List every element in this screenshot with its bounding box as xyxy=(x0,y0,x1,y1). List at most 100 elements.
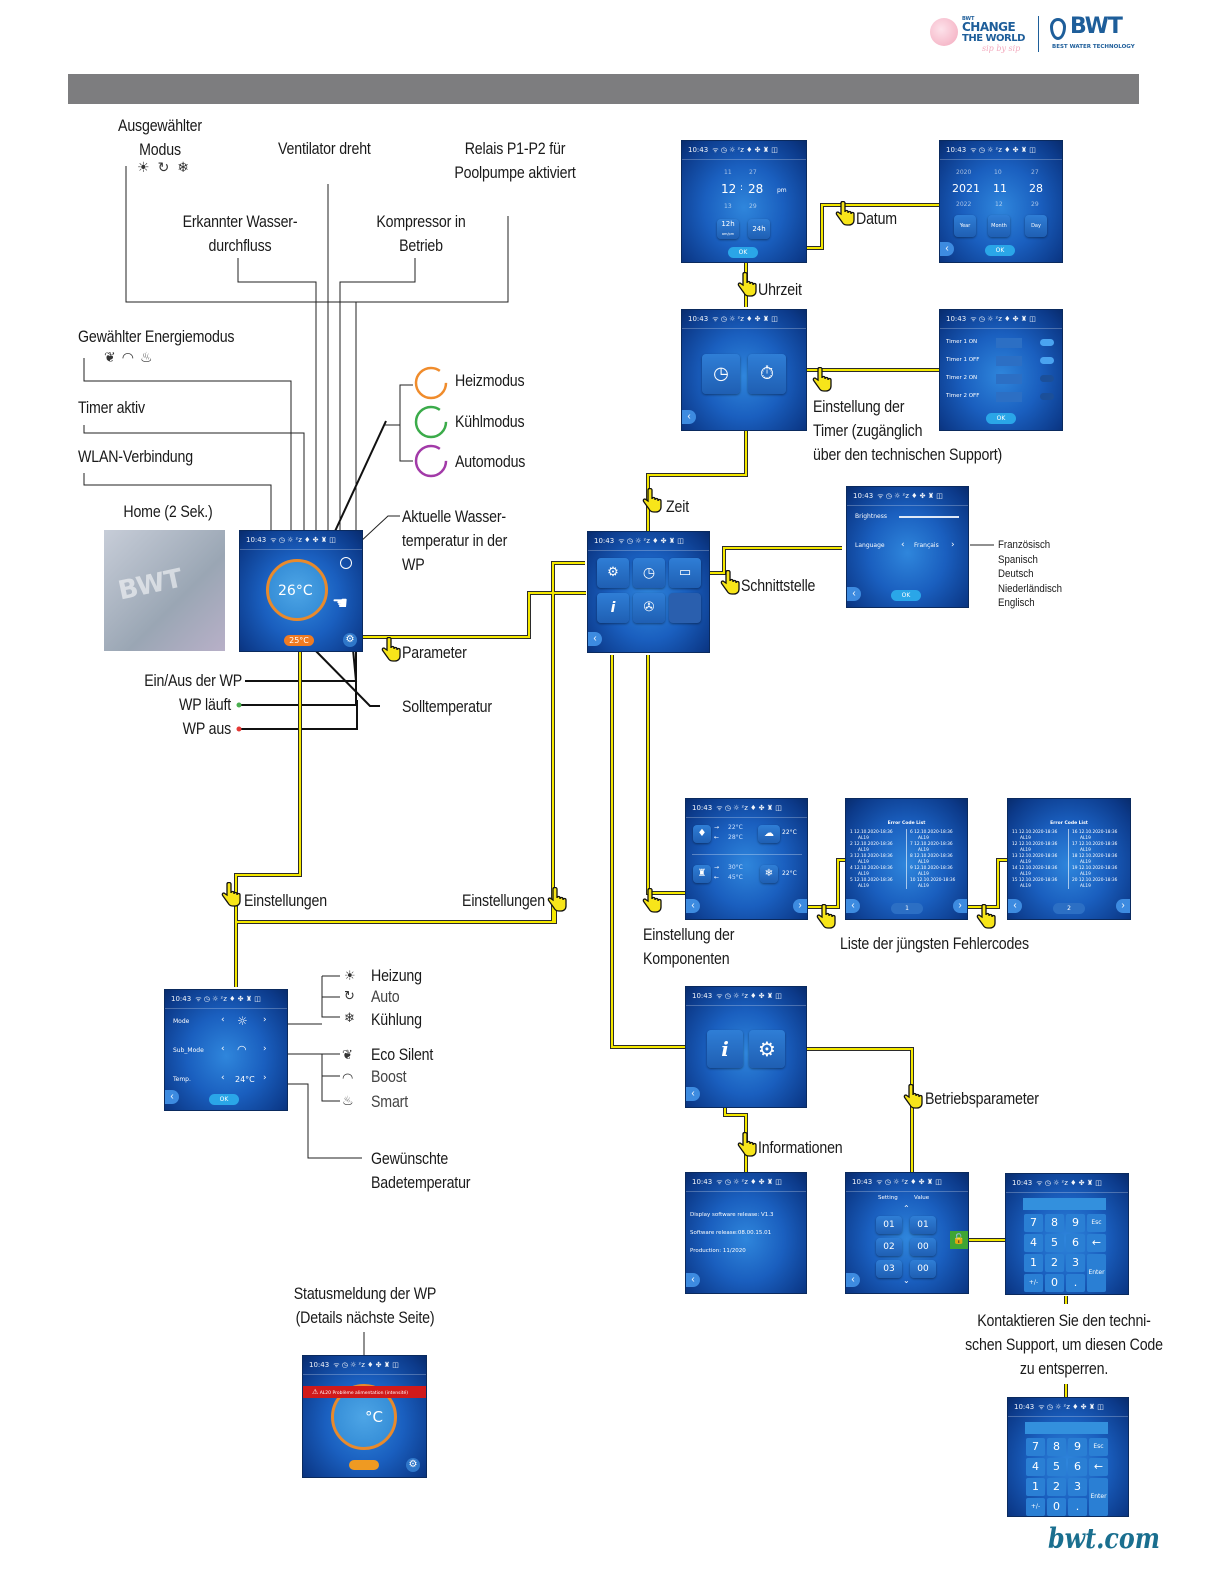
scroll-down-button[interactable]: ⌄ xyxy=(903,1276,910,1285)
keypad-key[interactable]: 3 xyxy=(1066,1254,1085,1272)
keypad-key[interactable]: 7 xyxy=(1026,1438,1045,1456)
scroll-up-button[interactable]: ⌃ xyxy=(903,1204,910,1213)
ok-button[interactable]: OK xyxy=(209,1094,239,1105)
next-button[interactable]: › xyxy=(953,899,967,913)
timer-time-field[interactable] xyxy=(996,392,1022,402)
back-button[interactable]: ‹ xyxy=(1008,899,1022,913)
keypad-key[interactable]: ← xyxy=(1089,1458,1108,1476)
keypad-key[interactable]: 4 xyxy=(1026,1458,1045,1476)
timer-time-field[interactable] xyxy=(996,374,1022,384)
clock-tile[interactable]: ◷ xyxy=(702,354,740,394)
keypad-key[interactable]: . xyxy=(1068,1498,1087,1516)
timer-toggle[interactable] xyxy=(1040,339,1054,346)
keypad-key[interactable]: 5 xyxy=(1047,1458,1066,1476)
keypad-key[interactable]: 8 xyxy=(1045,1214,1064,1232)
brightness-slider[interactable] xyxy=(899,516,959,518)
param-setting-cell[interactable]: 02 xyxy=(876,1238,902,1256)
param-value-cell[interactable]: 00 xyxy=(910,1238,936,1256)
param-value-cell[interactable]: 01 xyxy=(910,1216,936,1234)
back-button[interactable]: ‹ xyxy=(686,1087,700,1101)
back-button[interactable]: ‹ xyxy=(940,242,954,256)
setpoint-pill[interactable]: 25°C xyxy=(284,635,314,646)
keypad-key[interactable]: 5 xyxy=(1045,1234,1064,1252)
ok-button[interactable]: OK xyxy=(985,245,1015,256)
keypad-key[interactable]: 8 xyxy=(1047,1438,1066,1456)
alarm-banner[interactable]: ⚠ AL20 Problème alimentation (intensité) xyxy=(303,1386,426,1398)
keypad-key[interactable]: Enter xyxy=(1087,1254,1106,1292)
param-value-cell[interactable]: 00 xyxy=(910,1260,936,1278)
keypad-key[interactable]: 0 xyxy=(1045,1274,1064,1292)
timer-time-field[interactable] xyxy=(996,356,1022,366)
code-input[interactable] xyxy=(1023,1198,1106,1210)
keypad-key[interactable]: 3 xyxy=(1068,1478,1087,1496)
timer-toggle[interactable] xyxy=(1040,375,1054,382)
next-button[interactable]: › xyxy=(793,899,807,913)
language-prev-button[interactable]: ‹ xyxy=(901,540,905,550)
year-value[interactable]: 2021 xyxy=(952,182,980,195)
keypad-key[interactable]: Esc xyxy=(1089,1438,1108,1456)
keypad-key[interactable]: 0 xyxy=(1047,1498,1066,1516)
setpoint-pill[interactable] xyxy=(349,1460,379,1470)
keypad-key[interactable]: ← xyxy=(1087,1234,1106,1252)
next-button[interactable]: › xyxy=(1116,899,1130,913)
info-tile[interactable]: i xyxy=(597,593,629,623)
back-button[interactable]: ‹ xyxy=(846,899,860,913)
minute-value[interactable]: 28 xyxy=(748,182,764,196)
param-setting-cell[interactable]: 01 xyxy=(876,1216,902,1234)
ok-button[interactable]: OK xyxy=(728,247,758,258)
keypad-key[interactable]: 2 xyxy=(1045,1254,1064,1272)
settings-gear-button[interactable]: ⚙ xyxy=(343,633,357,647)
month-value[interactable]: 11 xyxy=(993,182,1007,195)
timer-toggle[interactable] xyxy=(1040,357,1054,364)
unlock-button[interactable]: 🔓 xyxy=(950,1231,968,1249)
time-tile[interactable]: ◷ xyxy=(633,558,665,588)
back-button[interactable]: ‹ xyxy=(682,410,696,424)
hour-value[interactable]: 12 xyxy=(721,182,737,196)
day-button[interactable]: Day xyxy=(1025,215,1047,237)
code-input[interactable] xyxy=(1025,1422,1108,1434)
day-value[interactable]: 28 xyxy=(1029,182,1043,195)
ok-button[interactable]: OK xyxy=(986,413,1016,424)
keypad-key[interactable]: 9 xyxy=(1068,1438,1087,1456)
timer-toggle[interactable] xyxy=(1040,393,1054,400)
keypad-key[interactable]: +/- xyxy=(1024,1274,1043,1292)
keypad-key[interactable]: 7 xyxy=(1024,1214,1043,1232)
back-button[interactable]: ‹ xyxy=(686,899,700,913)
ok-button[interactable]: OK xyxy=(891,590,921,601)
operating-params-tile[interactable]: ⚙ xyxy=(749,1030,785,1068)
language-next-button[interactable]: › xyxy=(951,540,955,550)
keypad-key[interactable]: 4 xyxy=(1024,1234,1043,1252)
back-button[interactable]: ‹ xyxy=(847,587,861,601)
ampm-value[interactable]: pm xyxy=(777,187,787,194)
keypad-key[interactable]: 1 xyxy=(1024,1254,1043,1272)
submode-next-button[interactable]: › xyxy=(263,1044,267,1054)
power-button[interactable] xyxy=(340,557,352,569)
back-button[interactable]: ‹ xyxy=(165,1090,179,1104)
timer-time-field[interactable] xyxy=(996,338,1022,348)
user-settings-tile[interactable]: ⚙ xyxy=(597,558,629,588)
keypad-key[interactable]: 6 xyxy=(1068,1458,1087,1476)
month-button[interactable]: Month xyxy=(988,215,1010,237)
param-setting-cell[interactable]: 03 xyxy=(876,1260,902,1278)
24h-button[interactable]: 24h xyxy=(748,219,770,239)
keypad-key[interactable]: Esc xyxy=(1087,1214,1106,1232)
keypad-key[interactable]: 1 xyxy=(1026,1478,1045,1496)
keypad-key[interactable]: 2 xyxy=(1047,1478,1066,1496)
keypad-key[interactable]: . xyxy=(1066,1274,1085,1292)
keypad-key[interactable]: 6 xyxy=(1066,1234,1085,1252)
timer-tile[interactable]: ⏱ xyxy=(748,354,786,394)
mode-prev-button[interactable]: ‹ xyxy=(221,1015,225,1025)
keypad-key[interactable]: +/- xyxy=(1026,1498,1045,1516)
back-button[interactable]: ‹ xyxy=(846,1273,860,1287)
mode-next-button[interactable]: › xyxy=(263,1015,267,1025)
interface-tile[interactable]: ▭ xyxy=(669,558,701,588)
back-button[interactable]: ‹ xyxy=(686,1273,700,1287)
submode-prev-button[interactable]: ‹ xyxy=(221,1044,225,1054)
temp-next-button[interactable]: › xyxy=(263,1073,267,1083)
year-button[interactable]: Year xyxy=(954,215,976,237)
keypad-key[interactable]: Enter xyxy=(1089,1478,1108,1516)
information-tile[interactable]: i xyxy=(707,1030,743,1068)
keypad-key[interactable]: 9 xyxy=(1066,1214,1085,1232)
